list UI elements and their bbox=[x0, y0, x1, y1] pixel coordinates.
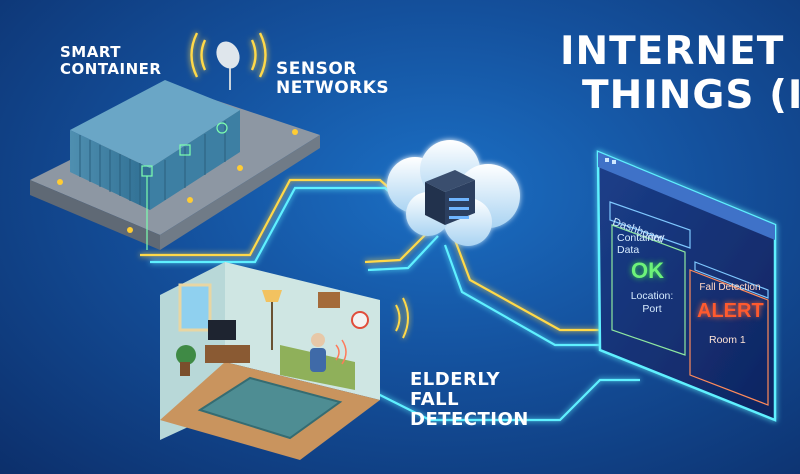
dashboard-screen bbox=[596, 150, 777, 422]
title-line-1: INTERNET OF bbox=[560, 30, 800, 74]
flow-line-cloud-to-dashboard-2 bbox=[443, 244, 640, 347]
smart-container bbox=[30, 32, 320, 250]
title-line-2: THINGS (IoT bbox=[582, 72, 800, 118]
flow-line-home-to-dashboard bbox=[349, 378, 640, 422]
satellite-dish-icon bbox=[216, 41, 240, 90]
dashboard-tab-box bbox=[609, 201, 691, 249]
flow-line-cloud-to-home bbox=[364, 229, 431, 264]
fall-sensor-icon bbox=[351, 311, 369, 329]
page-title: INTERNET OF THINGS (IoT bbox=[560, 30, 800, 117]
container-side bbox=[150, 110, 240, 210]
elderly-home-room bbox=[160, 262, 409, 460]
wifi-waves-icon bbox=[190, 32, 267, 78]
server-rack-icon bbox=[425, 170, 475, 225]
plant-icon bbox=[176, 345, 196, 365]
container-sensor-icons bbox=[141, 122, 228, 250]
flow-line-cloud-to-home-2 bbox=[367, 235, 439, 272]
fall-detection-card bbox=[689, 269, 769, 406]
container-top bbox=[70, 80, 240, 168]
room-window bbox=[178, 283, 212, 332]
elderly-fall-detection-label: ELDERLY FALL DETECTION bbox=[410, 369, 529, 430]
container-data-card bbox=[611, 224, 686, 356]
tv-stand bbox=[205, 345, 250, 363]
sensor-waves-icon bbox=[395, 297, 409, 339]
cloud-server bbox=[387, 140, 520, 246]
tv-icon bbox=[208, 320, 236, 340]
elderly-person-icon bbox=[311, 333, 325, 347]
room-rug bbox=[197, 376, 343, 440]
wall-picture bbox=[318, 292, 340, 308]
sensor-networks-label: SENSOR NETWORKS bbox=[276, 59, 390, 98]
smart-container-label: SMART CONTAINER bbox=[60, 43, 162, 78]
platform-lights bbox=[57, 129, 298, 233]
